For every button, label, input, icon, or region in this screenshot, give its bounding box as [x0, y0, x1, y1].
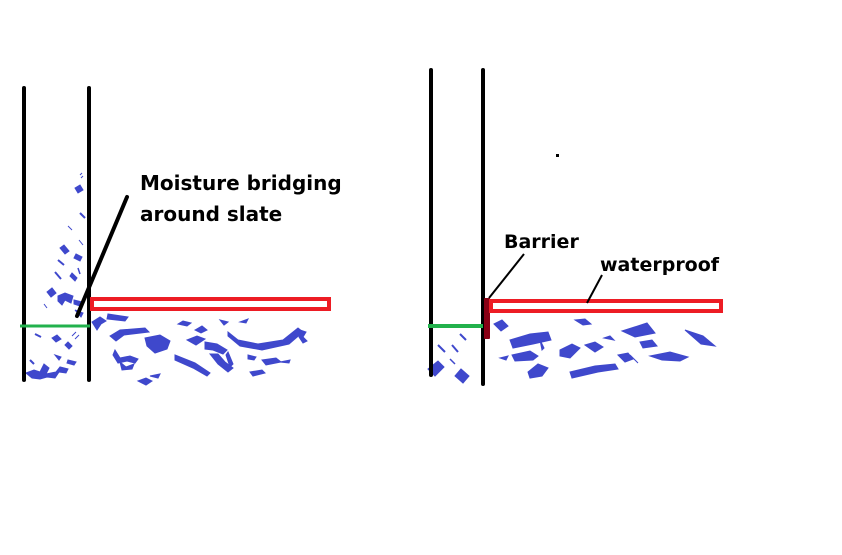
annotation-moisture-bridging-line1: Moisture bridging [140, 171, 342, 195]
moisture-in-ground-right [493, 318, 717, 379]
left-panel-without-barrier: Moisture bridging around slate [20, 86, 342, 386]
annotation-moisture-bridging-line2: around slate [140, 202, 282, 226]
slate-left [90, 297, 331, 311]
stray-dot [556, 154, 559, 157]
annotation-pointer-left [75, 195, 129, 318]
barrier [484, 298, 490, 339]
barrier-label-pointer [488, 253, 525, 299]
moisture-in-ground-left [91, 313, 308, 386]
right-panel-with-barrier: Barrier waterproof [427, 68, 723, 386]
waterproof-label: waterproof [600, 254, 720, 276]
barrier-label: Barrier [504, 231, 579, 253]
moisture-in-cavity-right [427, 333, 470, 384]
waterproof-label-pointer [586, 274, 603, 304]
slate-right [489, 299, 723, 313]
moisture-in-cavity-left [25, 172, 86, 380]
